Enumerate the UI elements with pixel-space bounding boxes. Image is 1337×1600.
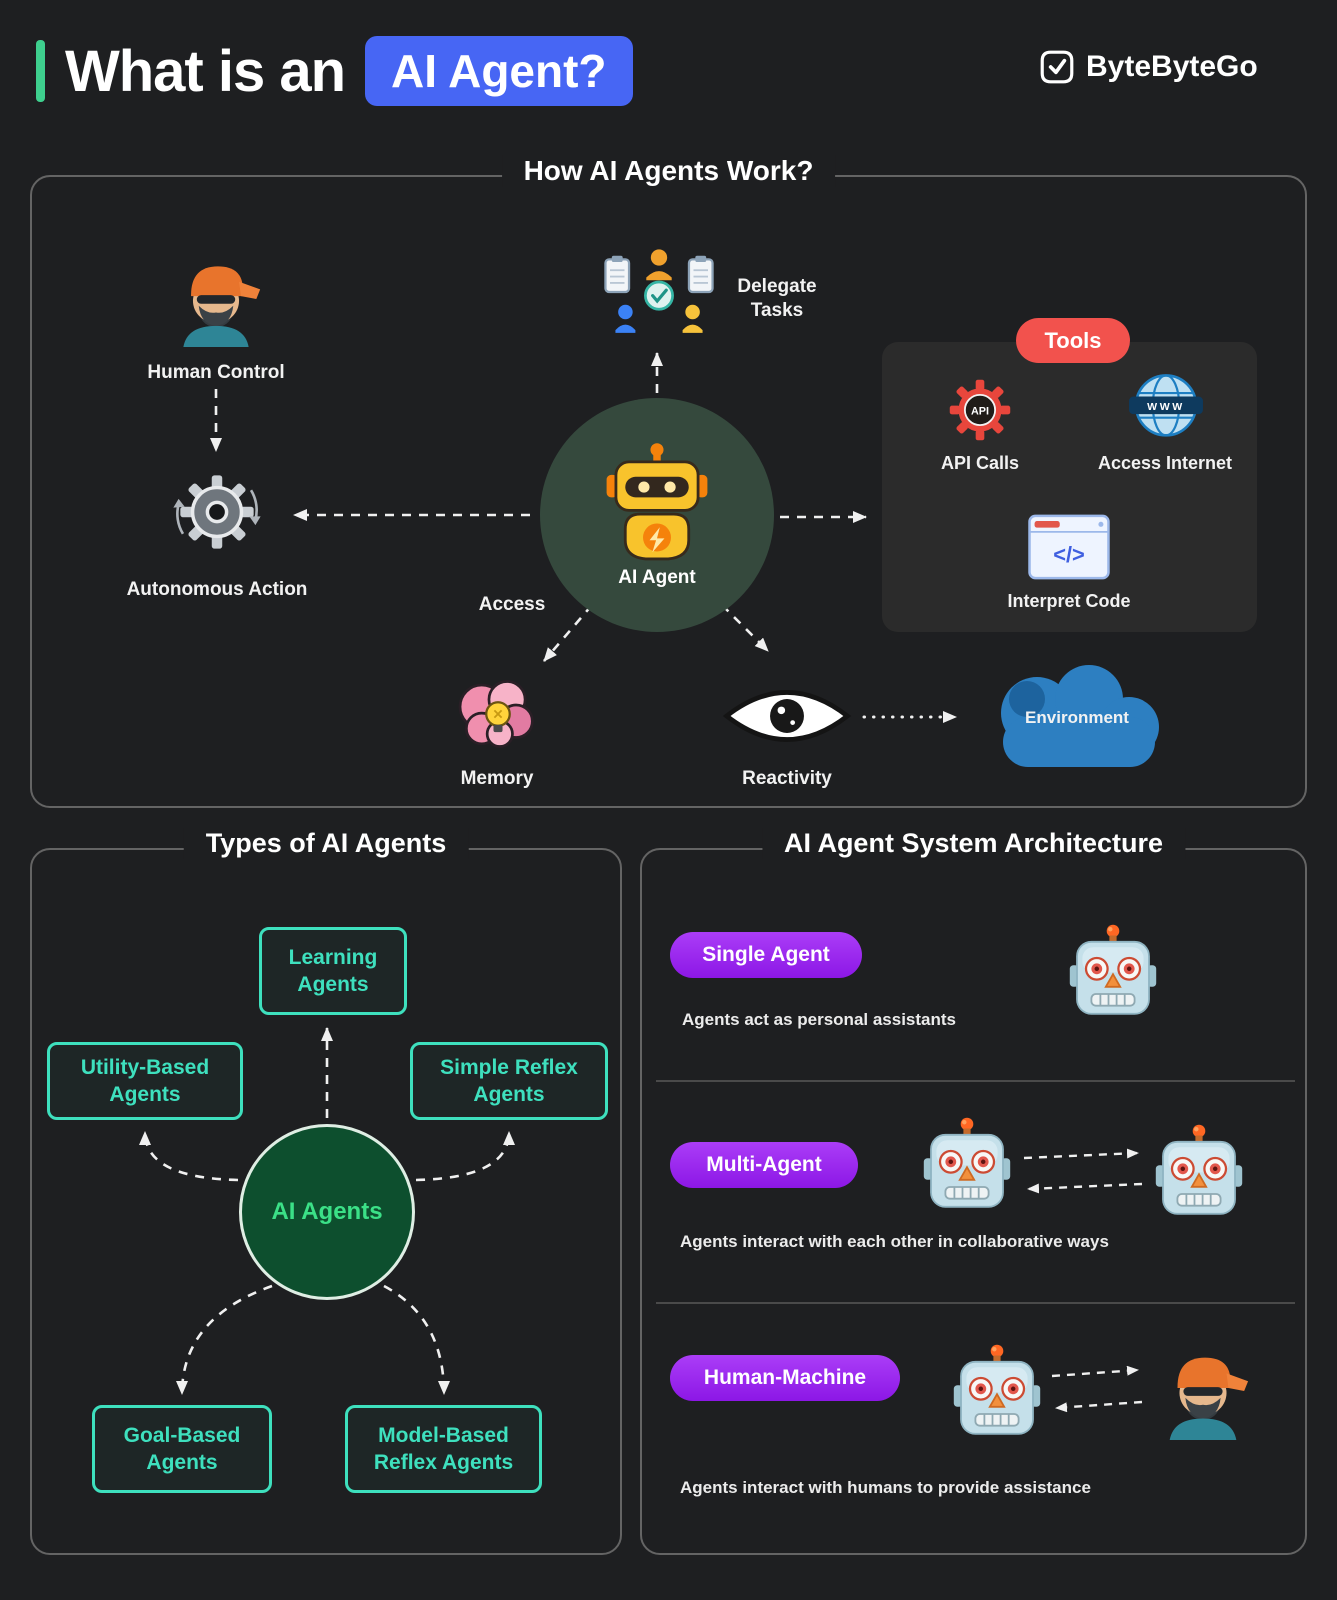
human-machine-robot [952, 1342, 1042, 1446]
brand-logo: ByteByteGo [1038, 48, 1258, 86]
page-title-highlight: AI Agent? [365, 36, 633, 106]
reactivity-node [721, 682, 853, 755]
multi-agent-robot-left [922, 1115, 1012, 1219]
interpret-code-node: </> [1027, 513, 1111, 586]
reactivity-label: Reactivity [742, 768, 832, 789]
access-internet-label: Access Internet [1097, 453, 1233, 473]
human-machine-badge: Human-Machine [670, 1355, 900, 1401]
autonomous-action-node [169, 464, 265, 565]
api-calls-label: API Calls [940, 453, 1020, 473]
multi-agent-robot-right [1154, 1122, 1244, 1226]
type-model-based-reflex-agents: Model-Based Reflex Agents [345, 1405, 542, 1493]
types-title: Types of AI Agents [183, 828, 469, 859]
human-control-node [168, 249, 264, 354]
interpret-code-label: Interpret Code [1007, 591, 1131, 611]
arrow-left [1055, 1400, 1143, 1413]
delegate-tasks-node [600, 245, 718, 344]
divider [656, 1080, 1295, 1082]
ai-agents-circle: AI Agents [239, 1124, 415, 1300]
access-internet-node: WWW [1122, 370, 1210, 451]
header: What is an AI Agent? [36, 36, 633, 106]
multi-agent-badge: Multi-Agent [670, 1142, 858, 1188]
delegate-tasks-icon [604, 249, 714, 333]
robot-icon [1069, 924, 1157, 1015]
ai-agent-node: AI Agent [540, 398, 774, 632]
human-machine-human [1154, 1342, 1252, 1445]
environment-node: Environment [977, 655, 1177, 780]
multi-agent-description: Agents interact with each other in colla… [680, 1232, 1109, 1251]
tools-panel [882, 342, 1257, 632]
how-it-works-title: How AI Agents Work? [501, 155, 836, 187]
multi-agent-arrows [1023, 1148, 1143, 1194]
api-gear-icon: API [949, 379, 1011, 441]
code-window-icon: </> [1028, 514, 1110, 580]
delegate-tasks-label: Delegate Tasks [737, 276, 817, 321]
human-icon [1169, 1357, 1249, 1440]
brand-name: ByteByteGo [1086, 50, 1258, 83]
types-panel: Types of AI Agents Learning Agents Utili… [30, 828, 622, 1555]
arrow-agent-to-reactivity [721, 604, 769, 652]
ai-agent-robot-icon [606, 443, 708, 561]
arrow-to-goal [176, 1284, 273, 1395]
accent-bar [36, 40, 45, 102]
how-it-works-panel: How AI Agents Work? [30, 155, 1307, 808]
ai-agent-label: AI Agent [618, 567, 696, 588]
robot-icon [923, 1117, 1011, 1208]
environment-label: Environment [1025, 708, 1129, 727]
arrow-right [1051, 1365, 1139, 1378]
api-calls-node: API [944, 374, 1016, 451]
memory-label: Memory [460, 768, 534, 789]
arrow-to-model-reflex [383, 1284, 450, 1395]
globe-www-icon: WWW [1129, 374, 1203, 437]
memory-node [451, 670, 545, 763]
single-agent-robot [1068, 922, 1158, 1026]
access-label: Access [478, 594, 546, 615]
architecture-panel: AI Agent System Architecture Single Agen… [640, 828, 1307, 1555]
www-text: WWW [1147, 401, 1185, 413]
type-simple-reflex-agents: Simple Reflex Agents [410, 1042, 608, 1120]
arrow-to-simple-reflex [415, 1131, 515, 1182]
bytebytego-icon [1040, 50, 1074, 84]
code-text: </> [1053, 542, 1085, 567]
arrow-left [1027, 1182, 1143, 1194]
cloud-icon [1001, 665, 1159, 767]
gear-icon [173, 475, 261, 549]
arrow-right [1023, 1148, 1139, 1160]
type-goal-based-agents: Goal-Based Agents [92, 1405, 272, 1493]
divider [656, 1302, 1295, 1304]
human-control-label: Human Control [147, 362, 285, 383]
type-utility-based-agents: Utility-Based Agents [47, 1042, 243, 1120]
single-agent-badge: Single Agent [670, 932, 862, 978]
arrow-to-utility [139, 1131, 239, 1182]
eye-icon [722, 690, 852, 742]
autonomous-action-label: Autonomous Action [126, 579, 308, 600]
type-learning-agents: Learning Agents [259, 927, 407, 1015]
human-machine-description: Agents interact with humans to provide a… [680, 1478, 1091, 1497]
single-agent-description: Agents act as personal assistants [682, 1010, 957, 1029]
api-text: API [971, 405, 989, 417]
human-icon [183, 266, 261, 347]
robot-icon [953, 1344, 1041, 1435]
architecture-title: AI Agent System Architecture [761, 828, 1186, 859]
robot-icon [1155, 1124, 1243, 1215]
human-machine-arrows [1051, 1365, 1143, 1413]
brain-memory-icon [458, 680, 534, 748]
page-title: What is an [65, 38, 346, 104]
tools-badge: Tools [1016, 318, 1130, 363]
